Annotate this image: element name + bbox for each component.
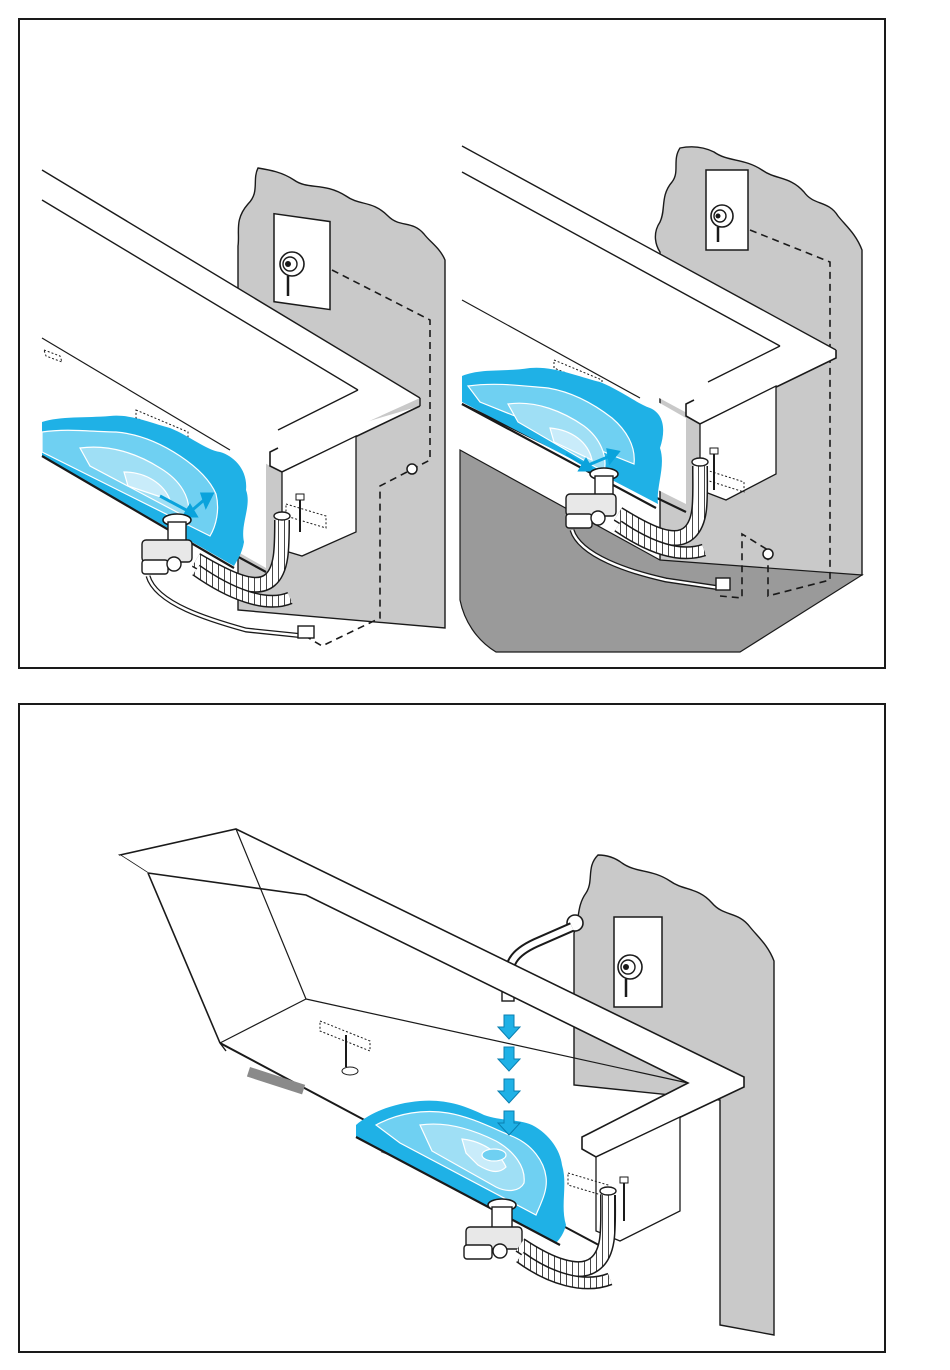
water-flow-arrow-icon — [498, 1015, 520, 1135]
support-foot-icon — [342, 1035, 358, 1075]
bath-drain-icon — [566, 468, 618, 528]
figure-left-wall-drain — [42, 168, 445, 646]
figure-right-floor-drain — [460, 146, 862, 652]
bath-installation-diagrams — [20, 20, 886, 669]
illustration-panel-bottom — [18, 703, 886, 1353]
bath-drain-icon — [142, 514, 192, 574]
illustration-panel-top — [18, 18, 886, 669]
bath-filling-diagram — [20, 705, 886, 1353]
